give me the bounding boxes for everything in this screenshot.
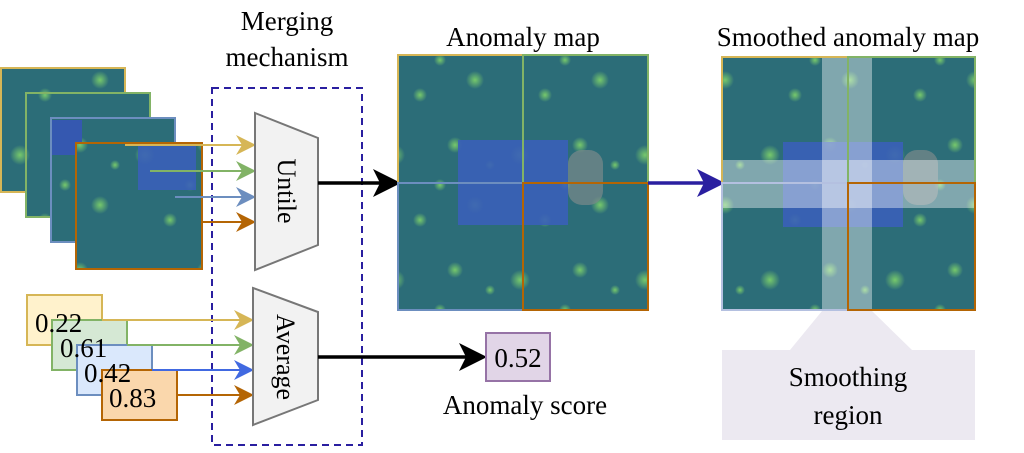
tile-score-2: 0.61: [60, 333, 107, 363]
pcb-object: [783, 142, 903, 227]
untile-operator: [254, 111, 319, 272]
merging-mechanism-box: [211, 87, 363, 446]
anomaly-score-value: 0.52: [494, 343, 541, 373]
anomaly-map: [397, 54, 649, 311]
anomaly-map-title: Anomaly map: [446, 22, 600, 52]
average-operator: [252, 286, 319, 427]
average-label: Average: [271, 314, 300, 400]
smoothing-region-callout: [722, 311, 975, 440]
smoothed-anomaly-map: [721, 56, 976, 311]
merging-title-line1: Merging: [241, 6, 334, 36]
smoothing-region-line1: Smoothing: [789, 362, 908, 392]
tile-score-3: 0.42: [84, 358, 131, 388]
anomaly-score-label: Anomaly score: [443, 390, 607, 420]
untile-label: Untile: [272, 159, 301, 224]
pcb-fragment: [138, 145, 196, 190]
smoothed-map-title: Smoothed anomaly map: [717, 22, 979, 52]
input-tiles: [0, 67, 203, 270]
anomaly-score-box: [485, 332, 551, 382]
merging-title-line2: mechanism: [226, 42, 349, 72]
tile-score-4: 0.83: [109, 383, 156, 413]
tile-score-1: 0.22: [35, 308, 82, 338]
tile-scores: 0.22 0.61 0.42 0.83: [26, 294, 178, 421]
smoothing-region-line2: region: [814, 400, 883, 430]
